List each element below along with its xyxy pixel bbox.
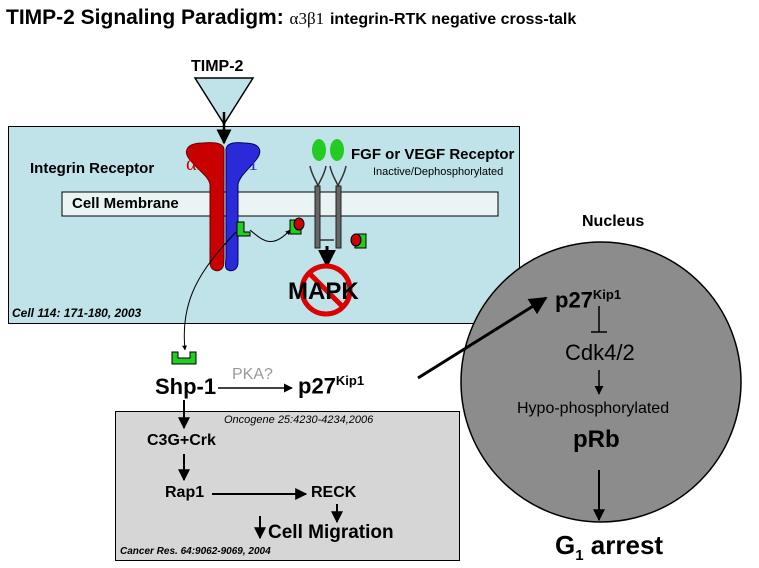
- g1-sub: 1: [575, 547, 584, 565]
- rtk-dimer: [309, 165, 347, 187]
- timp2-triangle: [193, 77, 255, 126]
- no-sign-circle: [299, 263, 353, 317]
- oncogene-citation: Oncogene 25:4230-4234,2006: [224, 414, 374, 426]
- receptor-label: FGF or VEGF Receptor: [351, 146, 515, 163]
- receptor-state-label: Inactive/Dephosphorylated: [373, 166, 504, 178]
- rtk-phosphate-right: [350, 233, 362, 247]
- cancer-res-citation: Cancer Res. 64:9062-9069, 2004: [120, 546, 271, 557]
- cell-migration-label: Cell Migration: [268, 522, 394, 543]
- g1-g: G: [555, 530, 576, 560]
- prb-label: pRb: [573, 426, 620, 453]
- integrin-alpha3-subunit: [186, 142, 225, 272]
- rtk-stalk-right: [335, 185, 342, 249]
- c3g-crk-label: C3G+Crk: [147, 432, 216, 449]
- p27-kip1-sup: Kip1: [335, 373, 365, 388]
- shp1-release-arrow: [182, 231, 237, 351]
- page-title: TIMP-2 Signaling Paradigm: α3β1 integrin…: [6, 6, 576, 30]
- p27-label: p27Kip1: [298, 373, 364, 399]
- pka-label: PKA?: [232, 366, 273, 383]
- rap1-pathway-panel: [115, 411, 460, 561]
- nucleus-circle: [460, 241, 742, 523]
- shp1-to-receptor-arrow: [249, 229, 291, 242]
- alpha3-label: α3: [186, 153, 207, 175]
- no-sign-slash: [307, 271, 345, 309]
- nucleus-kip1-sup: Kip1: [592, 287, 622, 302]
- p27-text: p27: [298, 373, 336, 399]
- rap1-label: Rap1: [165, 484, 205, 501]
- g1-arrest-label: G1 arrest: [555, 530, 663, 564]
- cell-citation: Cell 114: 171-180, 2003: [12, 306, 142, 320]
- cancer-res-ref: 64:9062-9069, 2004: [180, 546, 271, 557]
- nucleus-p27-label: p27Kip1: [555, 287, 621, 313]
- title-main: TIMP-2 Signaling Paradigm:: [6, 6, 284, 29]
- reck-label: RECK: [311, 484, 357, 501]
- integrin-receptor-label: Integrin Receptor: [30, 160, 155, 177]
- cdk-label: Cdk4/2: [565, 340, 635, 365]
- title-greek: α3β1: [289, 9, 325, 28]
- shp1-label: Shp-1: [155, 374, 217, 399]
- p27-to-nucleus-arrow: [417, 296, 548, 380]
- shp1-free-icon: [171, 351, 197, 365]
- nucleus-p27-text: p27: [555, 287, 593, 313]
- hypo-label: Hypo-phosphorylated: [517, 400, 670, 417]
- title-sub: integrin-RTK negative cross-talk: [329, 11, 577, 28]
- rtk-phosphate-left: [293, 217, 305, 231]
- rtk-stalk-left: [314, 185, 321, 249]
- mapk-label: MAPK: [288, 278, 359, 305]
- growth-factor-left: [312, 139, 326, 161]
- integrin-bound-shp1: [236, 221, 251, 237]
- timp2-label: TIMP-2: [191, 58, 244, 75]
- cell-membrane: [61, 191, 499, 217]
- growth-factor-right: [330, 139, 344, 161]
- cell-membrane-label: Cell Membrane: [72, 195, 179, 212]
- nucleus-label: Nucleus: [582, 213, 645, 230]
- beta1-label: β1: [238, 153, 259, 175]
- cancer-res-journal: Cancer Res.: [120, 546, 178, 557]
- g1-arrest-text: arrest: [583, 530, 664, 560]
- cell-panel: [8, 126, 520, 324]
- integrin-beta1-subunit: [225, 142, 261, 272]
